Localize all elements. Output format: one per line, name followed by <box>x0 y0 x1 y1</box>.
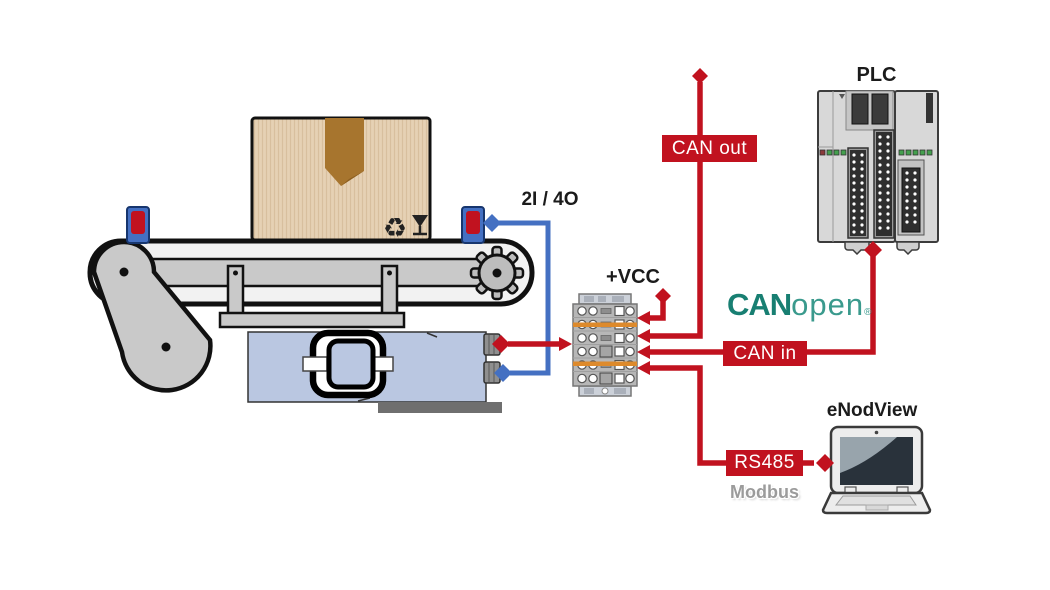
canopen-logo-bold: CAN <box>727 287 792 322</box>
canopen-logo-light: open <box>791 287 865 322</box>
sensor-left <box>126 206 150 244</box>
plc-device <box>817 90 939 256</box>
arrow-to-sensor <box>483 214 501 232</box>
cardboard-box: ♻ <box>250 116 432 243</box>
recycle-icon: ♻ <box>383 213 407 243</box>
sensor-right <box>461 206 485 244</box>
base-plate <box>218 311 406 329</box>
enodview-laptop <box>821 425 932 515</box>
terminal-orange-stripe <box>573 322 637 327</box>
load-cell <box>247 329 505 413</box>
wire-vcc <box>637 288 671 325</box>
terminal-orange-stripe <box>573 361 637 366</box>
box-tape <box>325 118 364 186</box>
arrow-to-loadcell <box>494 364 512 382</box>
plc-din-clips <box>844 241 920 256</box>
wire-io-blue <box>483 214 551 382</box>
conveyor-support-legs <box>218 264 406 329</box>
wire-can-in <box>637 241 882 359</box>
plc-slot <box>851 93 869 125</box>
plc-status-leds <box>819 149 933 156</box>
canopen-logo: CANopen® <box>727 288 872 330</box>
conveyor-belt <box>87 238 535 393</box>
plc-terminal-strips <box>847 129 925 239</box>
io-label: 2I / 4O <box>521 189 579 210</box>
plc-slot <box>871 93 889 125</box>
ground-bar <box>378 402 502 413</box>
wire-can-out <box>637 68 708 343</box>
rs485-label: RS485 <box>726 450 803 476</box>
conveyor-frame-beam <box>103 257 505 288</box>
plc-label: PLC <box>856 64 897 86</box>
registered-mark-icon: ® <box>864 307 872 318</box>
enodview-label: eNodView <box>826 400 918 421</box>
sprocket-gear-icon <box>469 245 525 301</box>
fragile-glass-icon <box>412 215 428 236</box>
webcam-icon <box>874 430 879 435</box>
modbus-label: Modbus <box>730 482 799 502</box>
vcc-label: +VCC <box>606 266 660 288</box>
can-out-label: CAN out <box>662 135 757 162</box>
can-in-label: CAN in <box>723 341 807 366</box>
drive-pulley-housing <box>91 239 213 393</box>
terminal-block <box>572 293 638 397</box>
wire-loadcell-red <box>492 335 572 353</box>
